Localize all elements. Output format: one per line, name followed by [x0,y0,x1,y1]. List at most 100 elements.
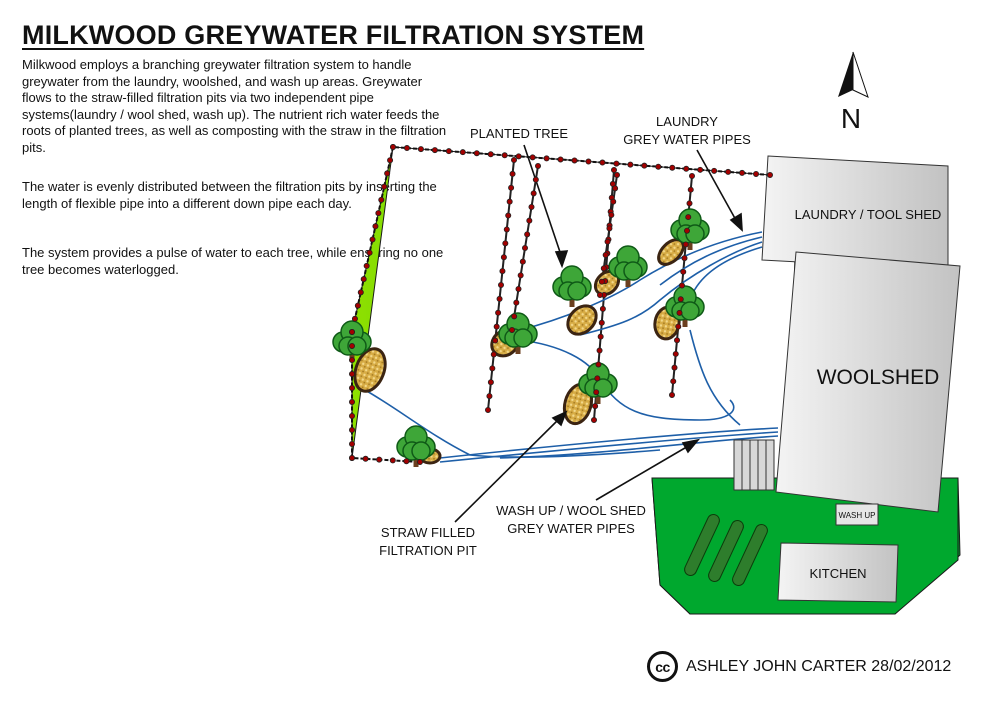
fence-post [348,398,355,405]
fence-post [515,153,522,160]
down-pipe-post [509,170,516,177]
down-pipe-post [612,185,619,192]
fence-post [585,158,592,165]
down-pipe-post [686,200,693,207]
fence-post [348,384,355,391]
fence-post [459,149,466,156]
fence-post [378,196,385,203]
fence-post [473,150,480,157]
fence-post [416,458,423,465]
down-pipe-post [500,254,507,261]
down-pipe-post [606,225,613,232]
fence-post [348,440,355,447]
planted-tree [498,312,538,354]
fence-post [683,165,690,172]
planted-tree [670,208,710,250]
down-pipe-post [679,282,686,289]
down-pipe-post [597,333,604,340]
down-pipe-post [506,198,513,205]
fence-post [372,223,379,230]
fence-post [348,342,355,349]
planted-tree [396,425,436,467]
down-pipe-post [492,337,499,344]
fence-post [375,210,382,217]
fence-post [348,370,355,377]
description-paragraph: Milkwood employs a branching greywater f… [22,57,447,155]
down-pipe-post [530,190,537,197]
fence-post [753,170,760,177]
fence-post [389,143,396,150]
compass-label: N [841,103,861,134]
fence-post [357,289,364,296]
fence-post [445,148,452,155]
down-pipe-post [510,156,517,163]
fence-post [360,276,367,283]
down-pipe-post [592,403,599,410]
down-pipe-post [611,166,618,173]
down-pipe-post [600,265,607,272]
fence-post [501,152,508,159]
down-pipe-post [496,295,503,302]
down-pipe-post [608,211,615,218]
down-pipe-post [519,258,526,265]
page-title: MILKWOOD GREYWATER FILTRATION SYSTEM [22,20,645,50]
woolshed-label: WOOLSHED [817,366,940,389]
down-pipe-post [591,416,598,423]
down-pipe-post [674,337,681,344]
fence-post [348,412,355,419]
down-pipe-post [515,285,522,292]
down-pipe-post [672,350,679,357]
down-pipe-post [671,364,678,371]
fence-post [725,168,732,175]
description-paragraph: The system provides a pulse of water to … [22,245,444,277]
fence-post [697,166,704,173]
fence-post [613,160,620,167]
fence-posts [348,143,774,465]
straw-pit-callout: FILTRATION PIT [379,543,477,558]
laundry-label: LAUNDRY / TOOL SHED [795,207,942,222]
fence-post [348,328,355,335]
fence-post [376,456,383,463]
fence-post [369,236,376,243]
down-pipe-post [508,326,515,333]
down-pipe-post [689,172,696,179]
down-pipe-post [513,299,520,306]
washup-pipes-callout: GREY WATER PIPES [507,521,635,536]
fence-post [366,249,373,256]
fence-post [389,457,396,464]
fence-post [627,161,634,168]
fence-post [557,156,564,163]
down-pipe-post [670,378,677,385]
credit-line: cc ASHLEY JOHN CARTER 28/02/2012 [647,651,951,682]
down-pipe-post [682,241,689,248]
down-pipe-post [522,244,529,251]
down-pipe-post [497,281,504,288]
laundry-pipes-callout: GREY WATER PIPES [623,132,751,147]
kitchen-label: KITCHEN [809,566,866,581]
down-pipe-post [598,278,605,285]
straw-filtration-pit [566,304,598,336]
north-compass: N [838,51,869,134]
straw-pit-callout: STRAW FILLED [381,525,475,540]
fence-post [487,151,494,158]
woolshed-building [775,251,961,513]
fence-post [571,157,578,164]
creative-commons-icon: cc [647,651,678,682]
down-pipe-post [502,240,509,247]
down-pipe-post [685,214,692,221]
down-pipe-post [487,379,494,386]
fence-post [655,163,662,170]
kitchen-building [777,542,899,603]
fence-post [354,302,361,309]
woolshed-ramp [733,439,775,491]
wash-up-building [835,503,879,526]
down-pipe-post [680,268,687,275]
down-pipe-post [532,176,539,183]
fence-post [529,154,536,161]
author-credit: ASHLEY JOHN CARTER 28/02/2012 [686,657,952,675]
straw-filtration-pit [353,347,387,393]
down-pipe-post [489,365,496,372]
fence-post [641,162,648,169]
down-pipe-post [535,162,542,169]
down-pipe-post [495,309,502,316]
